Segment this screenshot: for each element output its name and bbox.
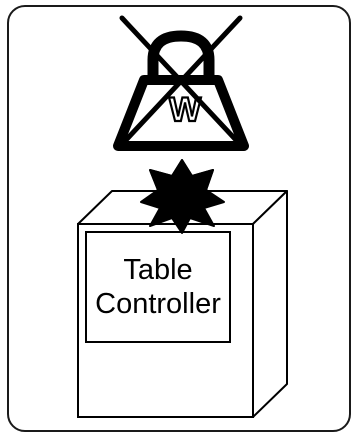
controller-box-icon [77,190,288,418]
weight-body [113,75,249,151]
cross-line-a [119,15,239,143]
label-panel [85,231,231,343]
controller-label-line1: Table [123,254,193,286]
rounded-frame [7,5,351,432]
controller-label: Table Controller [86,232,230,342]
crossed-out-weight-icon: W [113,15,249,151]
controller-label-line2: Controller [95,288,221,320]
box-side-face [252,190,288,418]
cross-line-b [123,15,243,143]
star-burst-front [140,159,225,234]
